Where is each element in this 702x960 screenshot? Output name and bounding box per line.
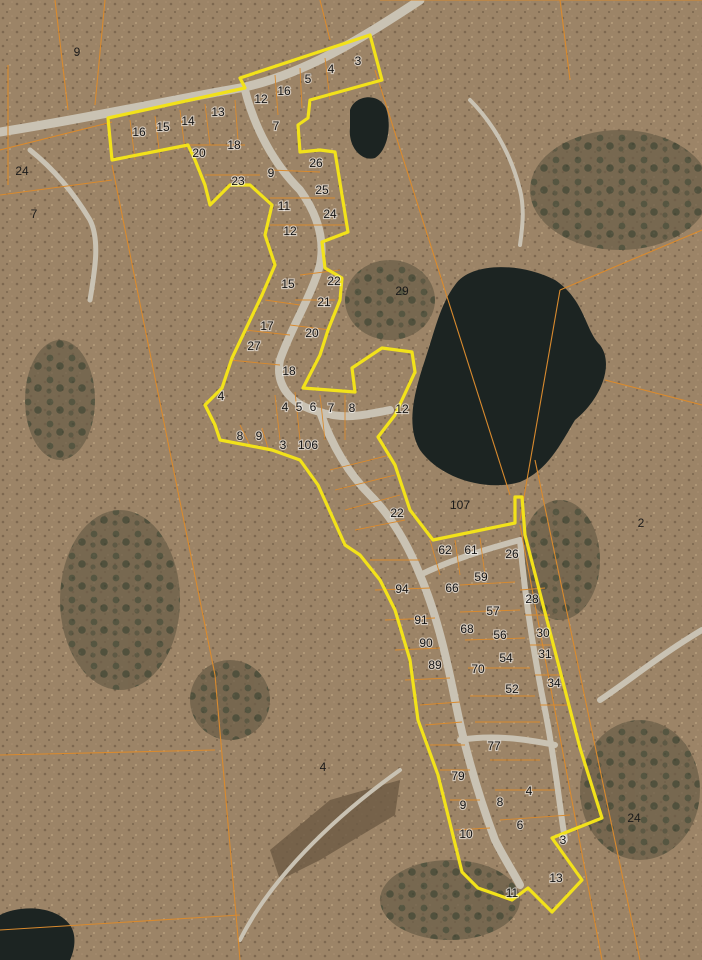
lot-labels: 16 15 14 13 12 16 5 4 3 20 18 7 23 9 26 … (131, 53, 568, 901)
lot-label: 12 (283, 224, 297, 238)
lot-label: 22 (390, 506, 404, 520)
lot-label: 6 (517, 818, 524, 832)
lot-label: 23 (231, 174, 245, 188)
lot-label: 62 (438, 543, 452, 557)
lot-label: 28 (525, 592, 539, 606)
lot-label: 3 (560, 833, 567, 847)
outer-parcel-labels: 9 24 7 29 2 107 4 24 (15, 45, 644, 825)
lot-label: 27 (247, 339, 261, 353)
lot-label: 77 (487, 739, 501, 753)
lot-label: 14 (181, 114, 195, 128)
lot-label: 26 (505, 547, 519, 561)
subdivision-boundary (106, 33, 604, 914)
parcel-label-9: 9 (74, 45, 81, 59)
lot-label: 4 (328, 62, 335, 76)
lot-label: 22 (327, 274, 341, 288)
large-pond (412, 267, 606, 486)
lot-label: 31 (538, 647, 552, 661)
lot-label: 18 (227, 138, 241, 152)
lot-label: 8 (349, 401, 356, 415)
forest-patches (25, 130, 702, 940)
lot-label: 68 (460, 622, 474, 636)
lot-label: 3 (355, 54, 362, 68)
lot-label: 16 (277, 84, 291, 98)
lot-label: 25 (315, 183, 329, 197)
lot-label: 9 (256, 429, 263, 443)
lot-label: 8 (237, 429, 244, 443)
lot-label: 12 (395, 402, 409, 416)
corner-pond (0, 908, 75, 960)
lot-label: 94 (395, 582, 409, 596)
lot-label: 15 (156, 120, 170, 134)
lot-label: 90 (419, 636, 433, 650)
lot-label: 12 (254, 92, 268, 106)
lot-label: 4 (526, 784, 533, 798)
parcel-label-24-west: 24 (15, 164, 29, 178)
parcel-label-4: 4 (320, 760, 327, 774)
parcel-label-7-west: 7 (31, 207, 38, 221)
lot-label: 5 (305, 72, 312, 86)
small-pond (349, 97, 389, 159)
lot-label: 11 (278, 199, 291, 213)
lot-label: 11 (506, 886, 519, 900)
lot-label: 52 (505, 682, 519, 696)
parcel-label-29: 29 (395, 284, 409, 298)
lot-label: 30 (536, 626, 550, 640)
lot-label: 3 (280, 438, 287, 452)
lot-label: 20 (305, 326, 319, 340)
lot-label: 9 (460, 798, 467, 812)
lot-lines (129, 57, 571, 831)
lot-label: 89 (428, 658, 442, 672)
lot-label: 4 (282, 400, 289, 414)
lot-label: 20 (192, 146, 206, 160)
lot-label: 7 (328, 401, 335, 415)
lot-label: 13 (211, 105, 225, 119)
lot-label: 16 (132, 125, 146, 139)
lot-label: 6 (310, 400, 317, 414)
parcel-label-24-east: 24 (627, 811, 641, 825)
lot-label: 26 (309, 156, 323, 170)
lot-label: 57 (486, 604, 500, 618)
lot-label: 13 (549, 871, 563, 885)
lot-label: 4 (218, 389, 225, 403)
lot-label: 61 (464, 543, 478, 557)
lot-label: 79 (451, 769, 465, 783)
lot-label: 21 (317, 295, 331, 309)
lot-label: 10 (459, 827, 473, 841)
lot-label: 18 (282, 364, 296, 378)
lot-label: 54 (499, 651, 513, 665)
lot-label: 70 (471, 662, 485, 676)
lot-label: 5 (296, 400, 303, 414)
lot-label: 91 (414, 613, 428, 627)
lot-label: 34 (547, 676, 561, 690)
parcel-label-107: 107 (450, 498, 470, 512)
lot-label: 8 (497, 795, 504, 809)
lot-label: 106 (298, 438, 318, 452)
lot-label: 15 (281, 277, 295, 291)
lot-label: 66 (445, 581, 459, 595)
lot-label: 59 (474, 570, 488, 584)
parcel-label-2: 2 (638, 516, 645, 530)
lot-label: 56 (493, 628, 507, 642)
lot-label: 17 (260, 319, 274, 333)
lot-label: 9 (268, 166, 275, 180)
lot-label: 7 (273, 119, 280, 133)
lot-label: 24 (323, 207, 337, 221)
